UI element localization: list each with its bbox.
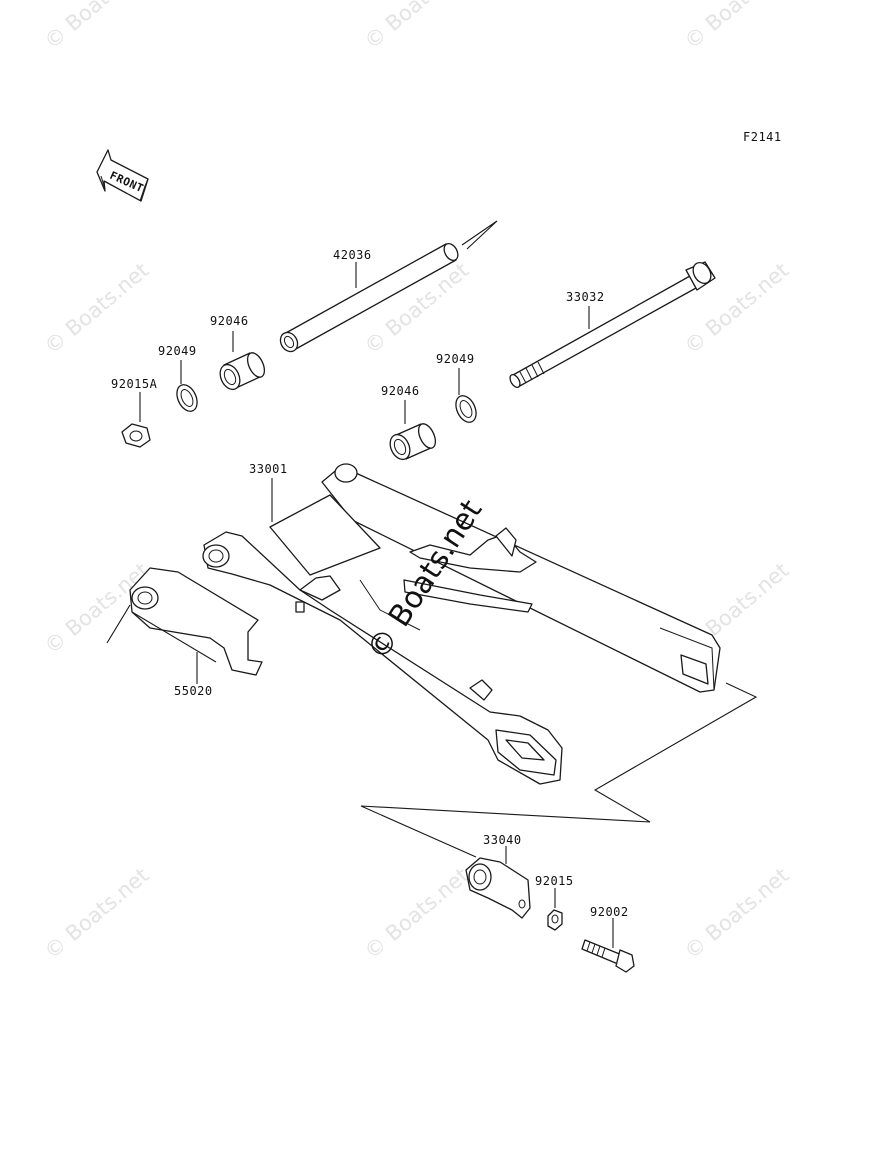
- watermark: © Boats.net: [680, 863, 794, 964]
- part-label-92046-left: 92046: [210, 314, 249, 328]
- part-label-92049-left: 92049: [158, 344, 197, 358]
- watermark: © Boats.net: [40, 0, 154, 54]
- swingarm-part: 33001: [202, 462, 721, 785]
- part-label-33001: 33001: [249, 462, 288, 476]
- part-label-92046-right: 92046: [381, 384, 420, 398]
- bolt-92002-part: 92002: [581, 905, 635, 973]
- nut-92015A-part: 92015A: [111, 377, 158, 448]
- oil-seal-right-part: 92049: [436, 352, 477, 423]
- watermark: © Boats.net: [40, 863, 154, 964]
- chain-adjuster-part: 33040: [465, 833, 531, 919]
- pivot-sleeve-part: 42036: [279, 220, 498, 353]
- part-label-33032: 33032: [566, 290, 605, 304]
- part-label-42036: 42036: [333, 248, 372, 262]
- front-arrow-icon: FRONT: [96, 149, 149, 202]
- needle-bearing-left-part: 92046: [210, 314, 266, 391]
- watermark: © Boats.net: [40, 258, 154, 359]
- nut-92015-part: 92015: [535, 874, 574, 931]
- watermark-grid: © Boats.net © Boats.net © Boats.net © Bo…: [40, 0, 794, 964]
- part-label-33040: 33040: [483, 833, 522, 847]
- part-label-92002: 92002: [590, 905, 629, 919]
- chain-cover-part: 55020: [106, 567, 263, 698]
- pivot-shaft-part: 33032: [509, 261, 716, 389]
- part-label-92015: 92015: [535, 874, 574, 888]
- needle-bearing-right-part: 92046: [381, 384, 437, 461]
- oil-seal-left-part: 92049: [158, 344, 198, 412]
- part-label-55020: 55020: [174, 684, 213, 698]
- part-label-92015A: 92015A: [111, 377, 158, 391]
- assembly-leaders: [360, 682, 758, 858]
- watermark: © Boats.net: [360, 863, 474, 964]
- watermark: © Boats.net: [360, 0, 474, 54]
- figure-code: F2141: [743, 130, 782, 144]
- part-label-92049-right: 92049: [436, 352, 475, 366]
- watermark: © Boats.net: [680, 0, 794, 54]
